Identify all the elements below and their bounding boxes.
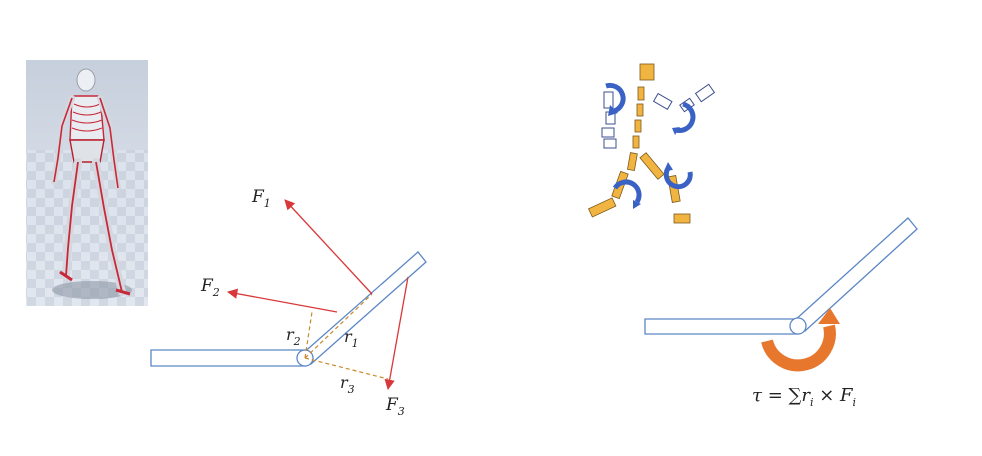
lever-arm-r2-label: r2 bbox=[286, 325, 301, 348]
right-horizontal-segment bbox=[644, 318, 799, 335]
skeleton-render-image bbox=[26, 60, 148, 306]
left-joint-diagram: F1 F2 F3 r1 r2 r3 bbox=[150, 187, 427, 418]
lever-arm-r1-line bbox=[304, 293, 373, 359]
lever-arm-r1-label: r1 bbox=[344, 327, 359, 350]
right-joint-diagram: τ = ∑ri × Fi bbox=[644, 217, 918, 409]
force-f1-label: F1 bbox=[251, 187, 271, 210]
force-f3-label: F3 bbox=[385, 395, 405, 418]
force-f2-label: F2 bbox=[200, 276, 220, 299]
right-angled-segment bbox=[793, 217, 918, 332]
actuated-rig-figure bbox=[587, 63, 716, 224]
torque-arrow bbox=[761, 324, 836, 372]
left-angled-segment bbox=[300, 251, 427, 365]
force-f1-arrow bbox=[284, 199, 373, 295]
lever-arm-r2-line bbox=[304, 311, 313, 359]
torque-equation: τ = ∑ri × Fi bbox=[752, 385, 856, 409]
force-f3-arrow bbox=[384, 276, 409, 391]
lever-arm-r3-label: r3 bbox=[340, 373, 355, 396]
left-horizontal-segment bbox=[150, 349, 306, 367]
torque-arrowhead bbox=[818, 308, 840, 324]
right-joint-circle bbox=[789, 317, 807, 335]
lever-arm-r3-line bbox=[304, 357, 389, 380]
force-f2-arrow bbox=[226, 288, 338, 313]
